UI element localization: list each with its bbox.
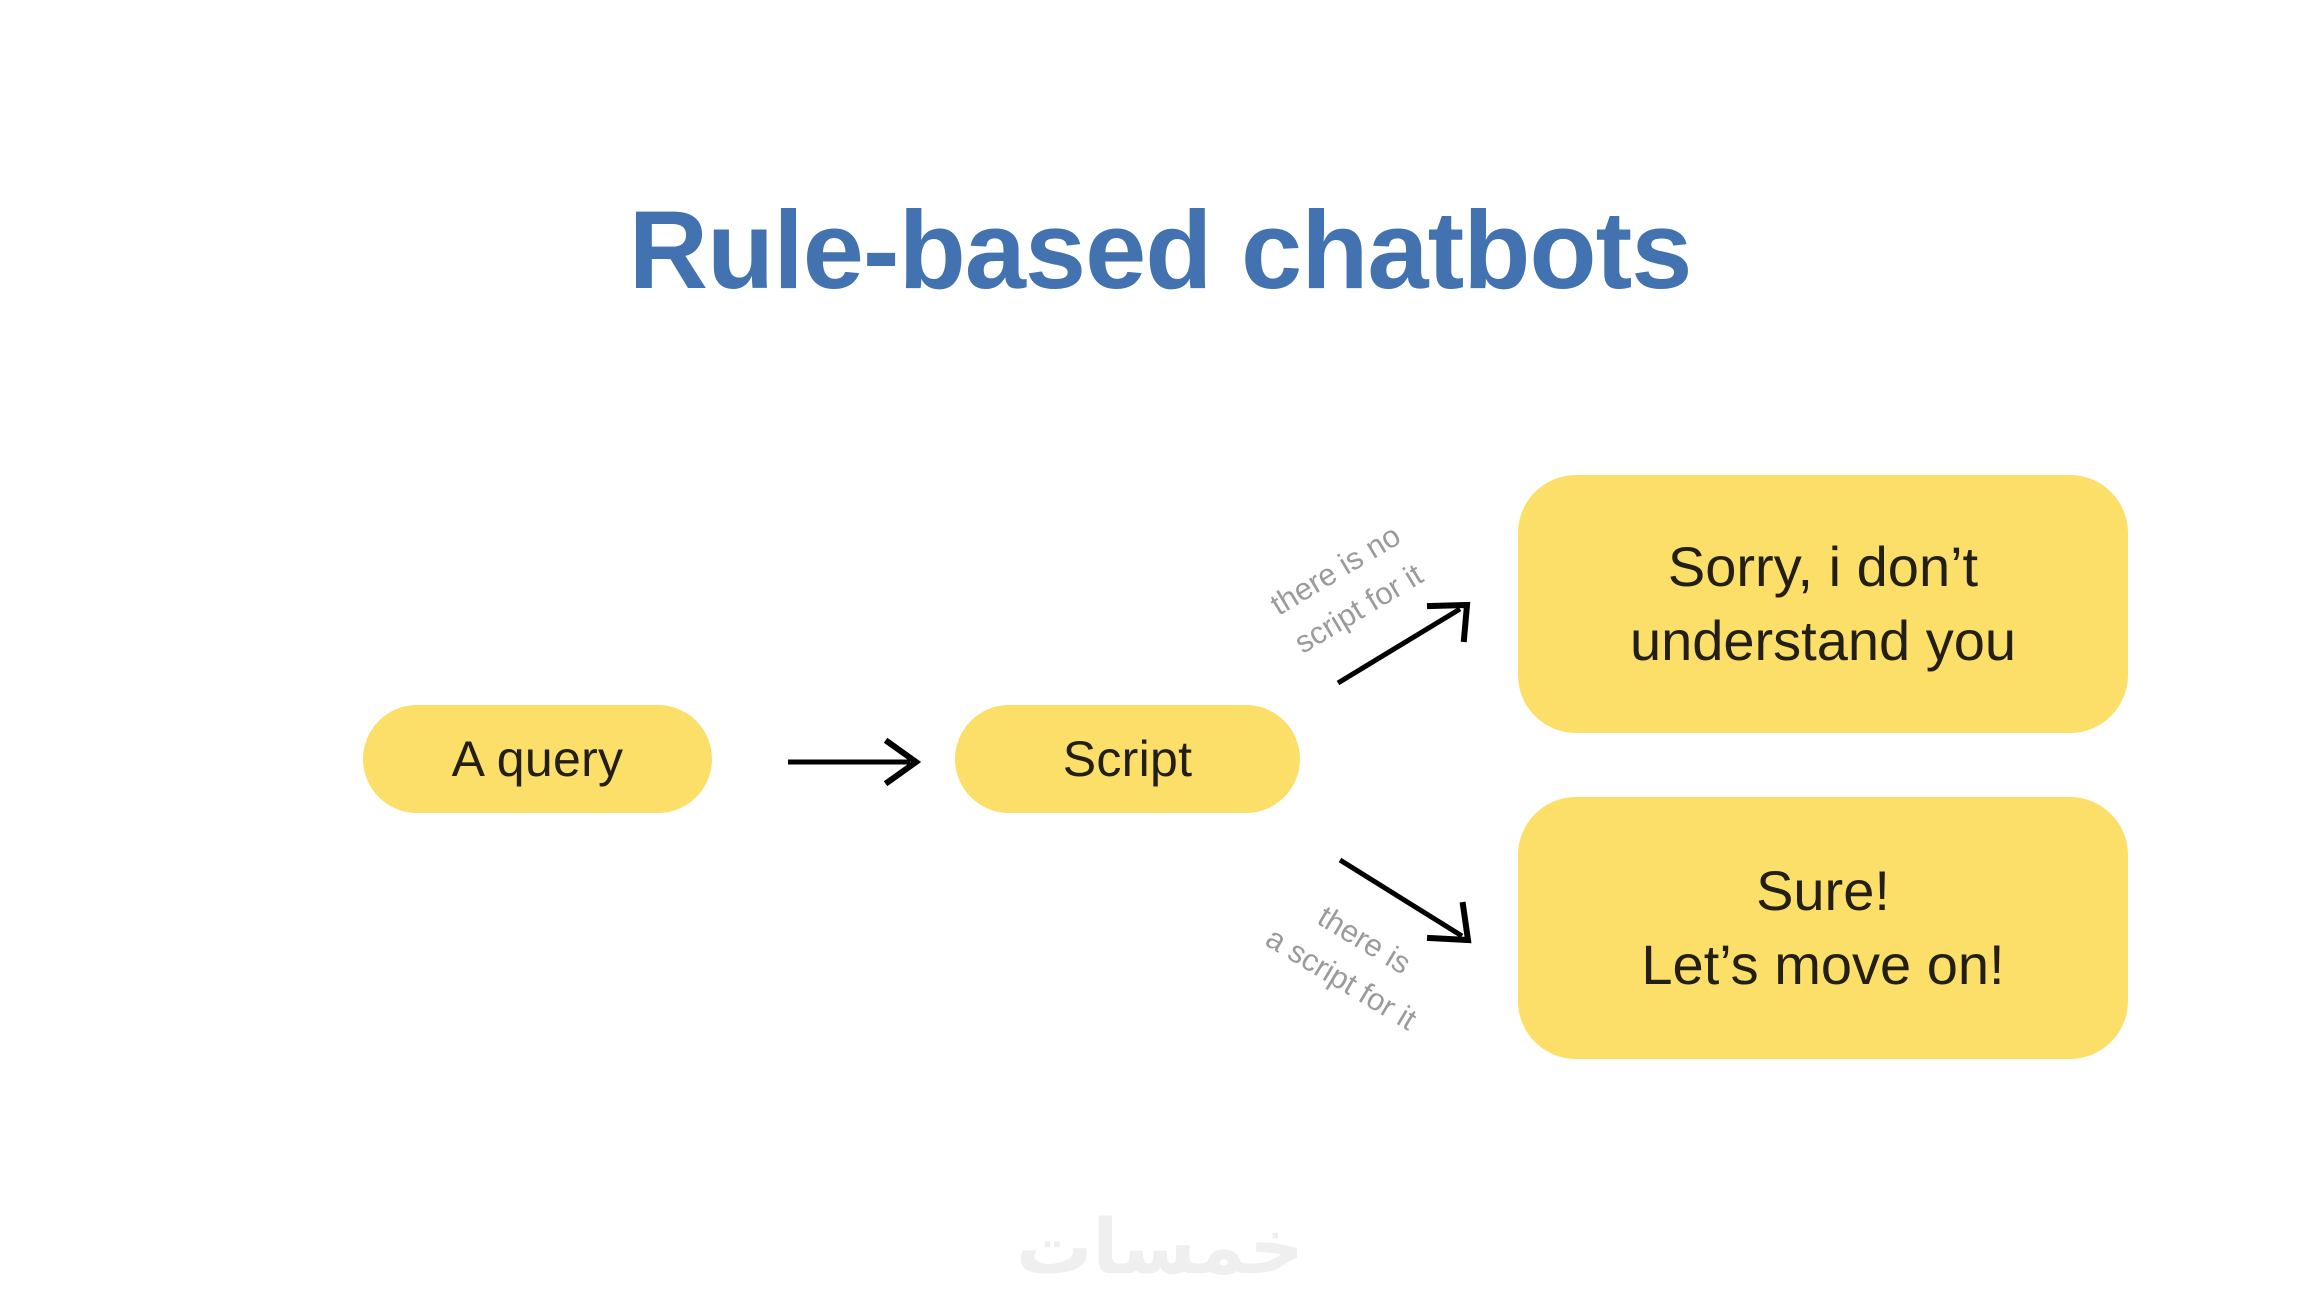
edge-label-has-script: there is a script for it [1257, 878, 1448, 1042]
page-title: Rule-based chatbots [628, 189, 1693, 312]
node-script-response[interactable]: Sure! Let’s move on! [1518, 797, 2128, 1059]
node-script[interactable]: Script [955, 705, 1300, 813]
node-script-label: Script [1062, 731, 1193, 787]
node-a-query-label: A query [451, 731, 624, 787]
script-response-line-2: Let’s move on! [1641, 933, 2005, 996]
arrow-query-to-script [788, 737, 922, 787]
watermark-khamsat: خمسات [1016, 1202, 1304, 1291]
edge-label-no-script: there is no script for it [1262, 514, 1432, 666]
node-no-script-response[interactable]: Sorry, i don’t understand you [1518, 475, 2128, 733]
no-script-response-line-1: Sorry, i don’t [1667, 535, 1979, 599]
no-script-response-line-2: understand you [1629, 609, 2017, 672]
script-response-line-1: Sure! [1756, 859, 1890, 923]
node-a-query[interactable]: A query [363, 705, 712, 813]
